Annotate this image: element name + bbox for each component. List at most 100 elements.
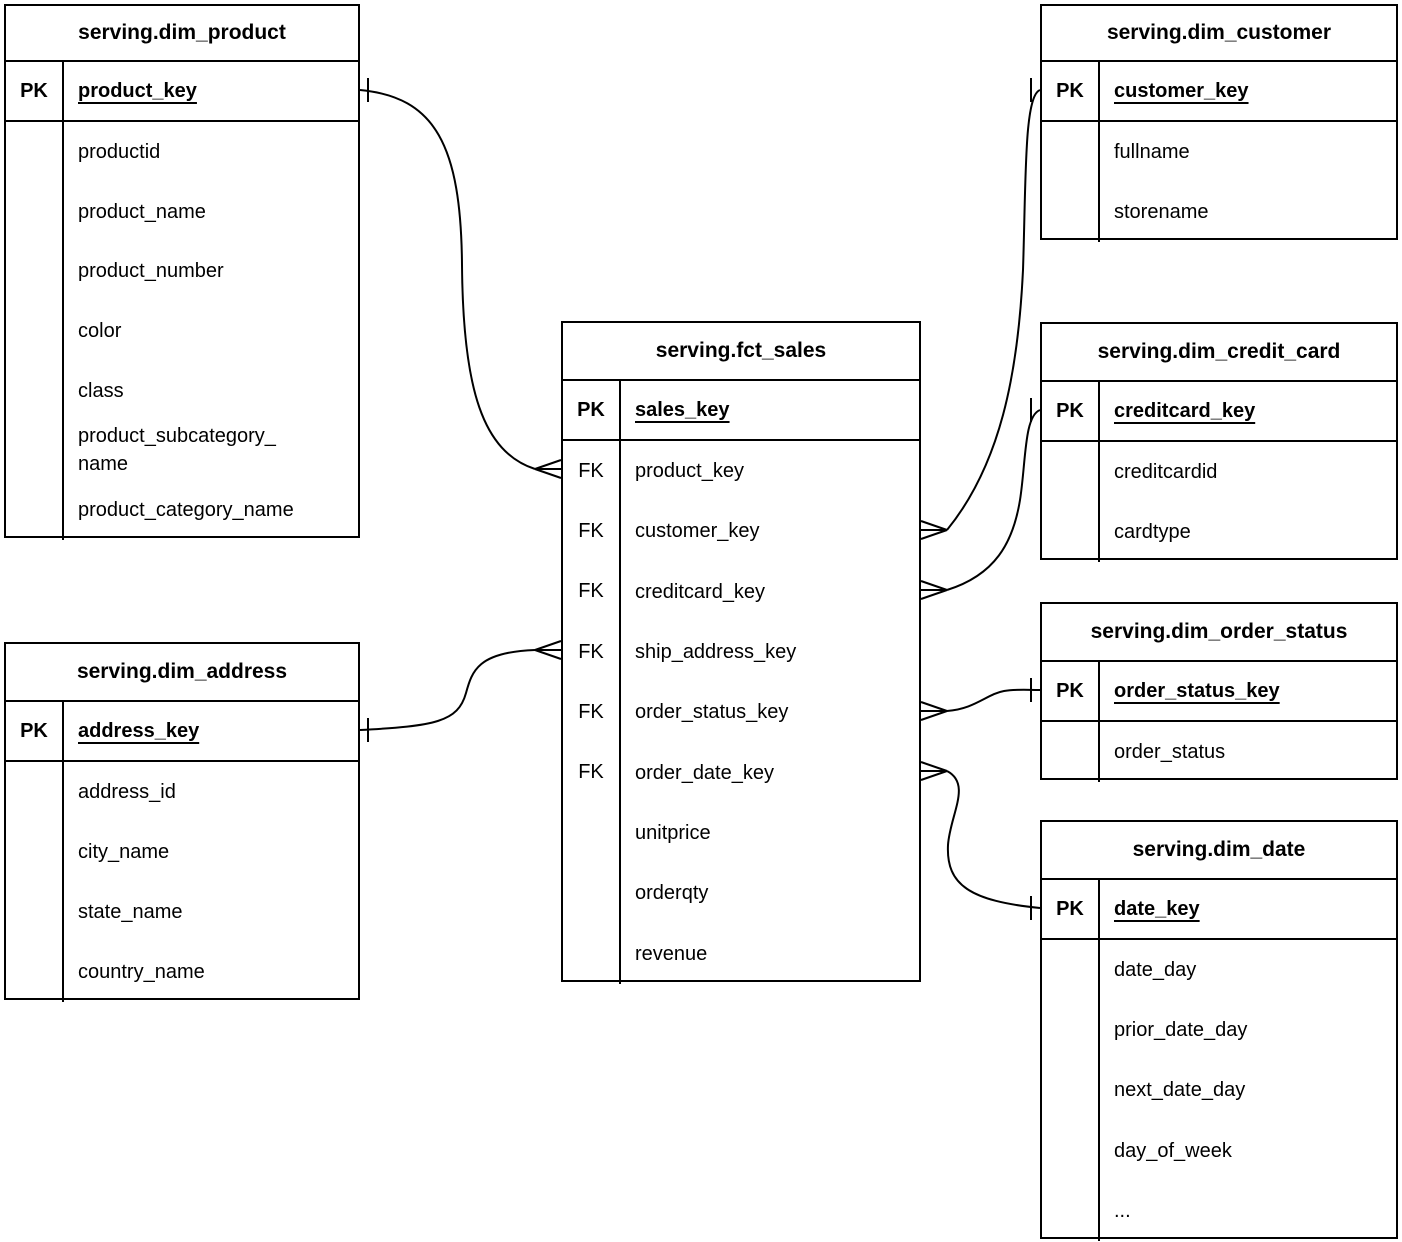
field-row: product_category_name [64,480,358,540]
key-cell [6,420,64,481]
relation-line [946,770,1041,909]
key-cell [6,942,64,1002]
relation-fct-sales-dim-customer [920,78,1041,540]
table-title: serving.dim_credit_card [1042,324,1396,382]
pk-badge: PK [6,702,64,762]
key-cell [563,923,621,984]
key-cell [1042,1060,1100,1121]
pk-badge: PK [1042,662,1100,722]
field-row: creditcardid [1100,442,1396,502]
pk-field-name: sales_key [635,398,730,421]
pk-field-row: order_status_key [1100,662,1396,722]
field-name: revenue [635,942,708,965]
key-cell [1042,1120,1100,1181]
field-row: address_id [64,762,358,822]
relation-line [946,688,1041,712]
fk-badge: FK [563,561,621,622]
field-row: prior_date_day [1100,1000,1396,1060]
field-name: product_key [635,460,744,483]
field-name: order_status [1114,741,1226,763]
fk-badge: FK [563,682,621,743]
pk-field-row: customer_key [1100,62,1396,122]
key-cell [6,480,64,540]
relation-fct-sales-dim-product [359,78,562,479]
pk-field-name: date_key [1114,897,1200,920]
relation-fct-sales-dim-address [359,640,562,742]
field-name: order_date_key [635,761,774,784]
field-row: order_status [1100,722,1396,782]
field-name: fullname [1114,141,1190,163]
field-row: productid [64,122,358,182]
field-row: state_name [64,882,358,942]
field-name: order_status_key [635,701,789,724]
relation-line [946,89,1041,531]
many-cardinality-marker [920,761,948,781]
field-name: color [78,319,122,342]
many-cardinality-marker [920,580,948,600]
key-cell [6,181,64,242]
field-row: order_status_key [621,682,919,742]
field-name: ... [1114,1199,1131,1222]
table-title: serving.dim_order_status [1042,604,1396,662]
field-row: ... [1100,1181,1396,1241]
field-name: creditcard_key [635,580,766,603]
field-row: revenue [621,924,919,984]
table-dim-customer: serving.dim_customer PK customer_key ful… [1040,4,1398,242]
pk-field-name: address_key [78,719,200,742]
field-name: productid [78,140,161,163]
field-name: city_name [78,841,170,863]
key-cell [1042,502,1100,562]
table-title: serving.dim_address [6,644,358,702]
field-row: next_date_day [1100,1060,1396,1120]
key-cell [6,122,64,182]
field-name: state_name [78,901,183,923]
field-row: storename [1100,182,1396,242]
relation-fct-sales-dim-order-status [920,678,1041,721]
pk-field-row: sales_key [621,381,919,441]
many-cardinality-marker [534,640,562,660]
pk-field-name: order_status_key [1114,679,1280,702]
field-name: address_id [78,781,176,803]
key-cell [6,822,64,882]
field-row: product_key [621,441,919,501]
field-name: next_date_day [1114,1079,1246,1102]
field-name: cardtype [1114,521,1191,543]
field-row: class [64,361,358,421]
table-dim-product: serving.dim_product PK product_key produ… [4,4,360,540]
pk-field-name: creditcard_key [1114,399,1256,422]
key-cell [563,802,621,864]
key-cell [6,882,64,942]
key-cell [6,360,64,421]
field-row: cardtype [1100,502,1396,562]
fk-badge: FK [563,621,621,683]
key-cell [1042,940,1100,1001]
field-name: orderqty [635,882,709,905]
field-name: product_number [78,260,224,283]
field-row: product_name [64,182,358,242]
field-row: product_subcategory_ name [64,420,358,480]
table-dim-date: serving.dim_date PK date_key date_day pr… [1040,820,1398,1241]
key-cell [6,762,64,822]
pk-badge: PK [6,62,64,122]
pk-field-name: product_key [78,79,197,102]
table-title: serving.dim_customer [1042,6,1396,62]
key-cell [6,241,64,302]
field-name: date_day [1114,959,1197,982]
field-row: ship_address_key [621,622,919,682]
relation-fct-sales-dim-credit-card [920,398,1041,600]
field-row: creditcard_key [621,562,919,622]
field-row: orderqty [621,863,919,923]
many-cardinality-marker [920,520,948,540]
field-name: product_name [78,200,206,223]
fk-badge: FK [563,742,621,803]
field-row: city_name [64,822,358,882]
pk-field-name: customer_key [1114,79,1249,102]
field-name: storename [1114,201,1209,223]
table-dim-address: serving.dim_address PK address_key addre… [4,642,360,1002]
field-row: date_day [1100,940,1396,1000]
relation-line [359,649,536,731]
pk-field-row: address_key [64,702,358,762]
field-row: day_of_week [1100,1121,1396,1181]
